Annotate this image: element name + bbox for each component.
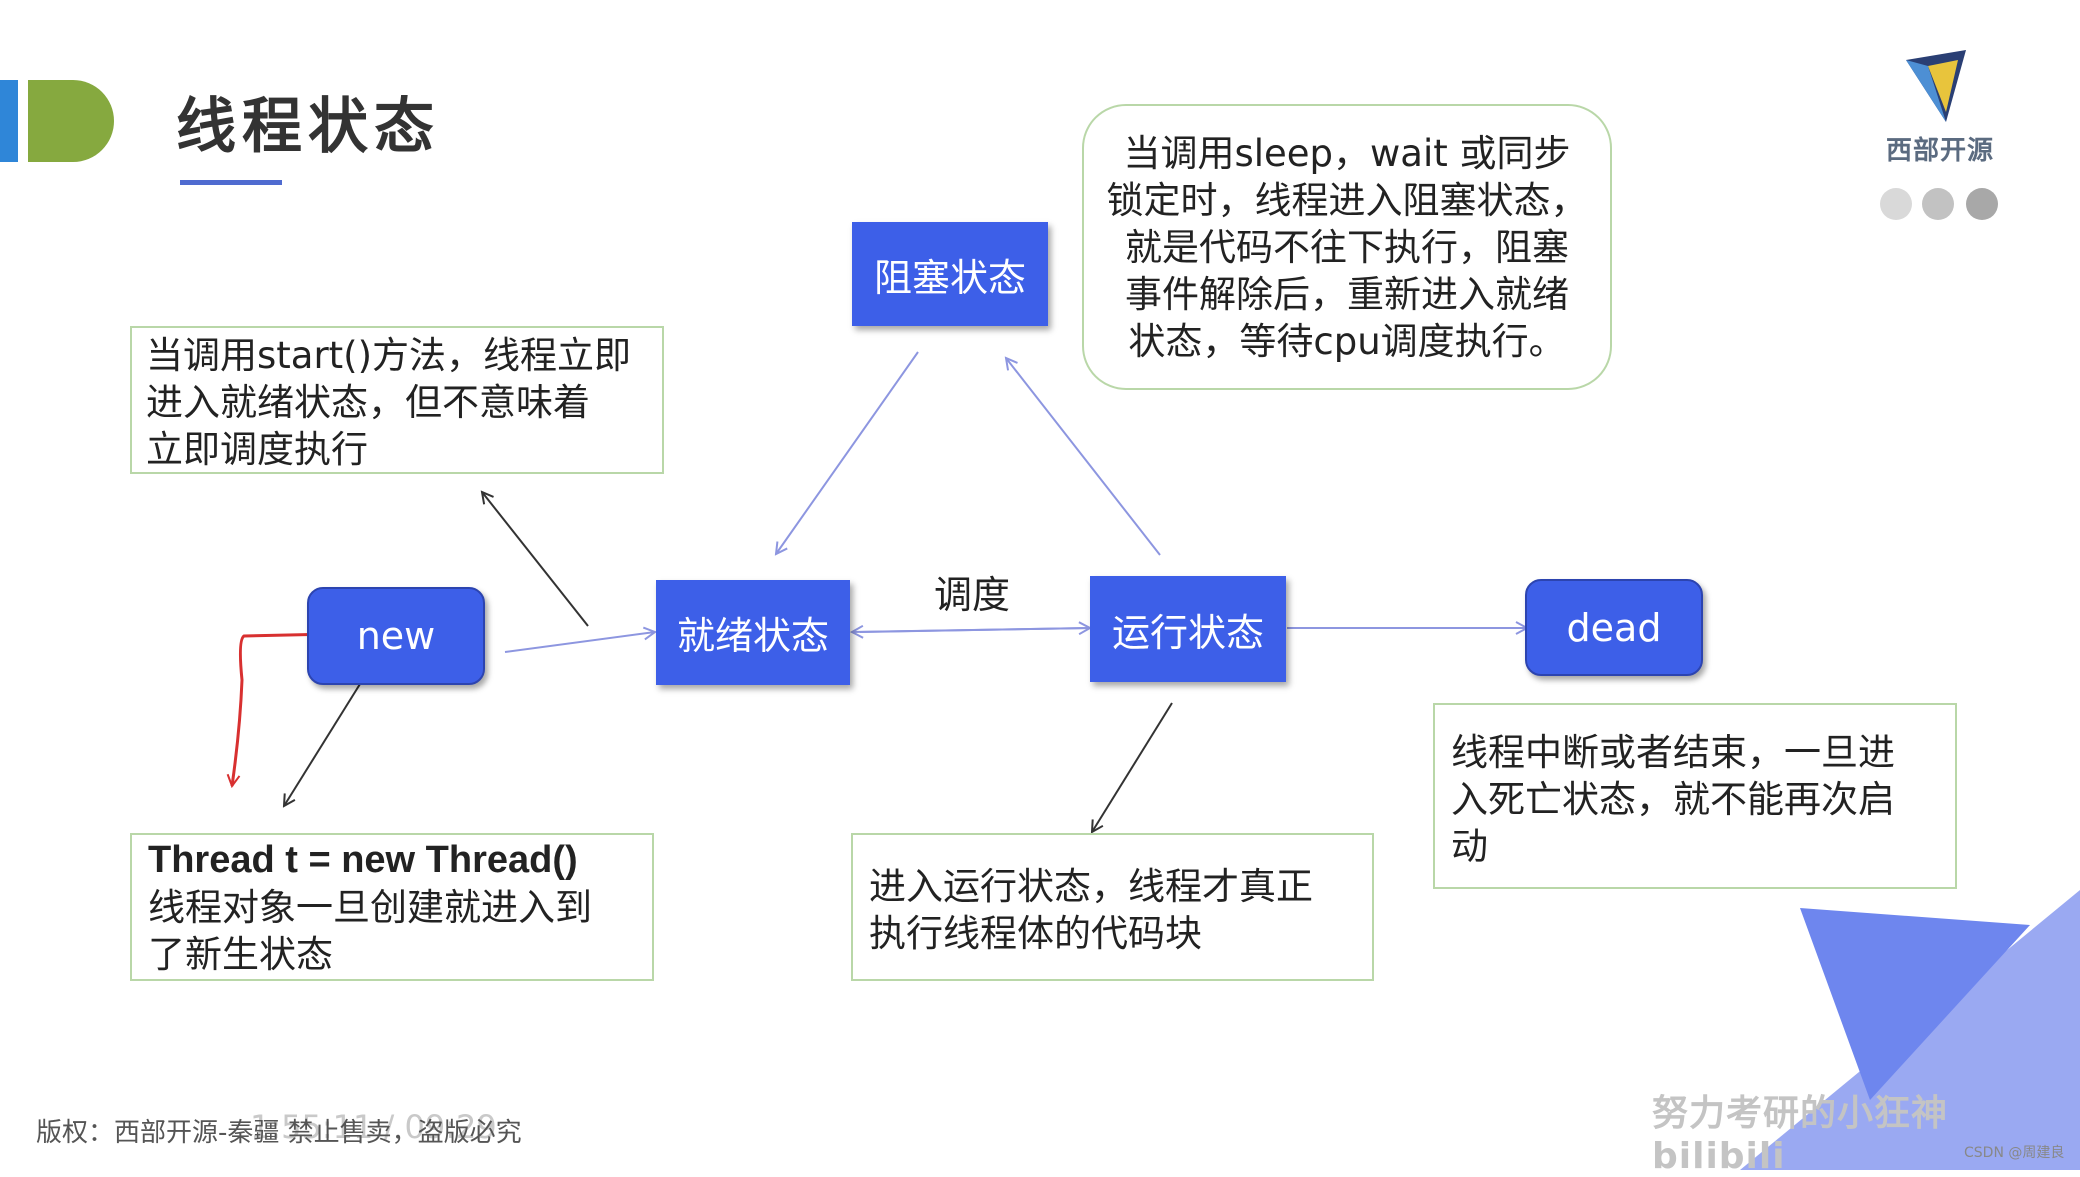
note-dead-line-3: 动 — [1451, 825, 1488, 868]
note-new-line-2: 了新生状态 — [148, 933, 333, 976]
pager-dot-1 — [1880, 188, 1912, 220]
pager-dot-3 — [1966, 188, 1998, 220]
note-start-line-2: 进入就绪状态，但不意味着 — [146, 381, 590, 424]
video-timestamp: 1:55:11 / 09:29 — [250, 1108, 497, 1146]
state-running: 运行状态 — [1090, 576, 1286, 682]
note-new-line-1: 线程对象一旦创建就进入到 — [148, 886, 592, 929]
arrow-ready-to-running — [859, 628, 1090, 632]
note-blocked-line-3: 就是代码不往下执行，阻塞 — [1125, 226, 1569, 269]
note-start-line-3: 立即调度执行 — [146, 428, 368, 471]
note-blocked-line-2: 锁定时，线程进入阻塞状态， — [1106, 179, 1588, 222]
note-dead-line-2: 入死亡状态，就不能再次启 — [1451, 778, 1895, 821]
pager-dot-2 — [1922, 188, 1954, 220]
note-blocked-line-5: 状态，等待cpu调度执行。 — [1128, 320, 1566, 363]
copyright-text: 版权：西部开源-秦疆 禁止售卖，盗版必究 — [36, 1118, 522, 1148]
note-blocked: 当调用sleep，wait 或同步 锁定时，线程进入阻塞状态， 就是代码不往下执… — [1082, 104, 1612, 390]
note-dead-line-1: 线程中断或者结束，一旦进 — [1451, 731, 1895, 774]
title-underline — [180, 180, 282, 185]
note-new: Thread t = new Thread() 线程对象一旦创建就进入到 了新生… — [130, 833, 654, 981]
note-start-line-1: 当调用start()方法，线程立即 — [146, 334, 632, 377]
state-dead: dead — [1525, 579, 1703, 676]
pointer-to-start-note — [482, 492, 589, 627]
logo-text: 西部开源 — [1885, 136, 1994, 166]
note-blocked-line-4: 事件解除后，重新进入就绪 — [1125, 273, 1569, 316]
arrow-running-to-blocked — [1006, 358, 1161, 556]
pointer-to-running-note — [1092, 702, 1173, 832]
arrow-new-to-ready — [504, 632, 655, 653]
logo-mark — [1906, 50, 1966, 122]
note-new-code: Thread t = new Thread() — [148, 839, 578, 881]
csdn-watermark: CSDN @周建良 — [1964, 1145, 2065, 1161]
state-ready: 就绪状态 — [656, 580, 850, 685]
pointer-to-new-note — [284, 675, 366, 806]
page-title: 线程状态 — [176, 92, 440, 162]
note-running: 进入运行状态，线程才真正 执行线程体的代码块 — [851, 833, 1374, 981]
accent-bar-blue — [0, 80, 18, 162]
edge-label-schedule: 调度 — [934, 573, 1011, 617]
note-running-line-2: 执行线程体的代码块 — [869, 912, 1202, 955]
note-running-line-1: 进入运行状态，线程才真正 — [869, 865, 1313, 908]
note-dead: 线程中断或者结束，一旦进 入死亡状态，就不能再次启 动 — [1433, 703, 1957, 889]
note-start: 当调用start()方法，线程立即 进入就绪状态，但不意味着 立即调度执行 — [130, 326, 664, 474]
corner-decoration — [1800, 908, 2030, 1100]
bilibili-watermark: 努力考研的小狂神 bilibili — [1652, 1093, 1949, 1177]
red-annotation-stroke — [232, 632, 335, 786]
accent-bar-green — [28, 80, 114, 162]
state-blocked: 阻塞状态 — [852, 222, 1048, 326]
note-blocked-line-1: 当调用sleep，wait 或同步 — [1123, 132, 1571, 175]
arrow-blocked-to-ready — [776, 351, 919, 554]
state-new: new — [307, 587, 485, 685]
